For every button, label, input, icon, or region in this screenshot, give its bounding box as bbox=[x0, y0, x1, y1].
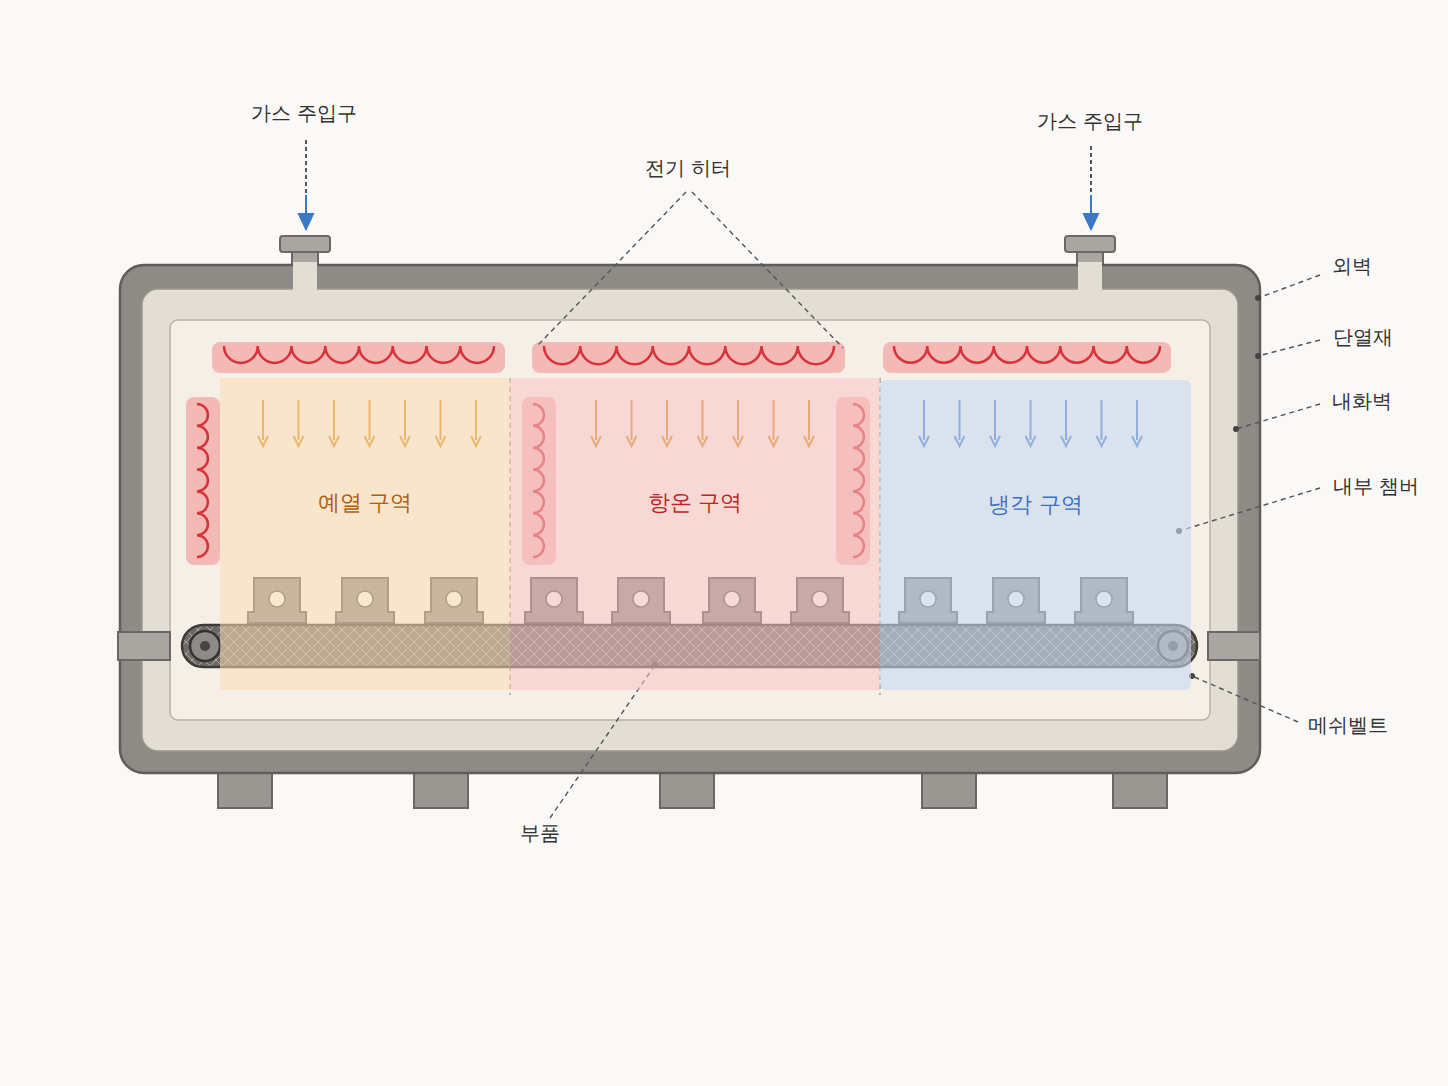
refractory-label: 내화벽 bbox=[1330, 388, 1394, 415]
preheat-zone: 예열 구역 bbox=[220, 378, 510, 690]
zone-label: 냉각 구역 bbox=[988, 490, 1083, 520]
gas-inlet-label: 가스 주입구 bbox=[1035, 108, 1145, 135]
zone-label: 항온 구역 bbox=[648, 488, 743, 518]
gas-inlet-label: 가스 주입구 bbox=[249, 100, 359, 127]
heater-label: 전기 히터 bbox=[643, 155, 733, 182]
zone-label: 예열 구역 bbox=[318, 488, 413, 518]
insulation-label: 단열재 bbox=[1331, 324, 1395, 351]
cooling-zone: 냉각 구역 bbox=[880, 380, 1191, 690]
mesh-belt-label: 메쉬벨트 bbox=[1306, 712, 1390, 739]
soak-zone: 항온 구역 bbox=[510, 378, 880, 690]
chamber-label: 내부 챔버 bbox=[1331, 473, 1421, 500]
part-label: 부품 bbox=[518, 820, 562, 847]
outer-wall-label: 외벽 bbox=[1330, 253, 1374, 280]
